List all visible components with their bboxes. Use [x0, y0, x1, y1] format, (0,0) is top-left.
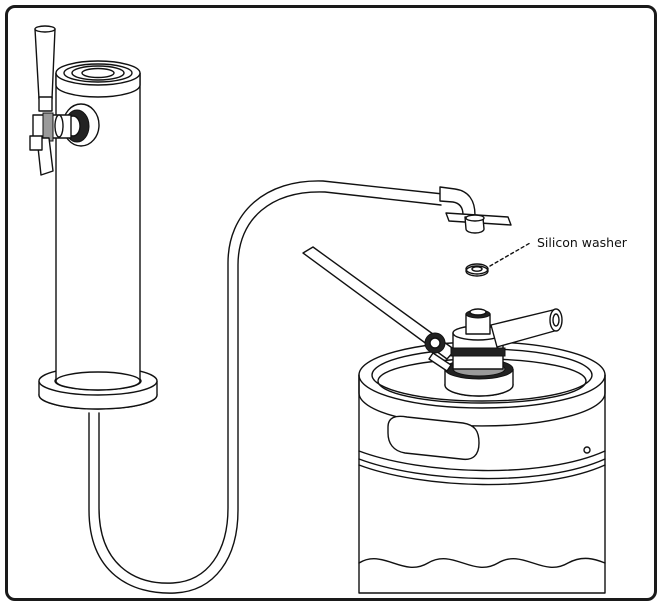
beer-hose-icon — [88, 180, 444, 594]
keg-coupler-icon — [302, 246, 563, 397]
silicon-washer-icon — [465, 242, 531, 277]
tap-faucet-icon — [29, 25, 100, 176]
keg-setup-diagram — [29, 25, 606, 594]
diagram-frame: Silicon washer — [5, 5, 657, 601]
hose-connector-icon — [439, 186, 512, 234]
silicon-washer-label: Silicon washer — [537, 235, 627, 250]
keg-icon — [358, 341, 606, 594]
beer-tower-icon — [38, 60, 158, 410]
